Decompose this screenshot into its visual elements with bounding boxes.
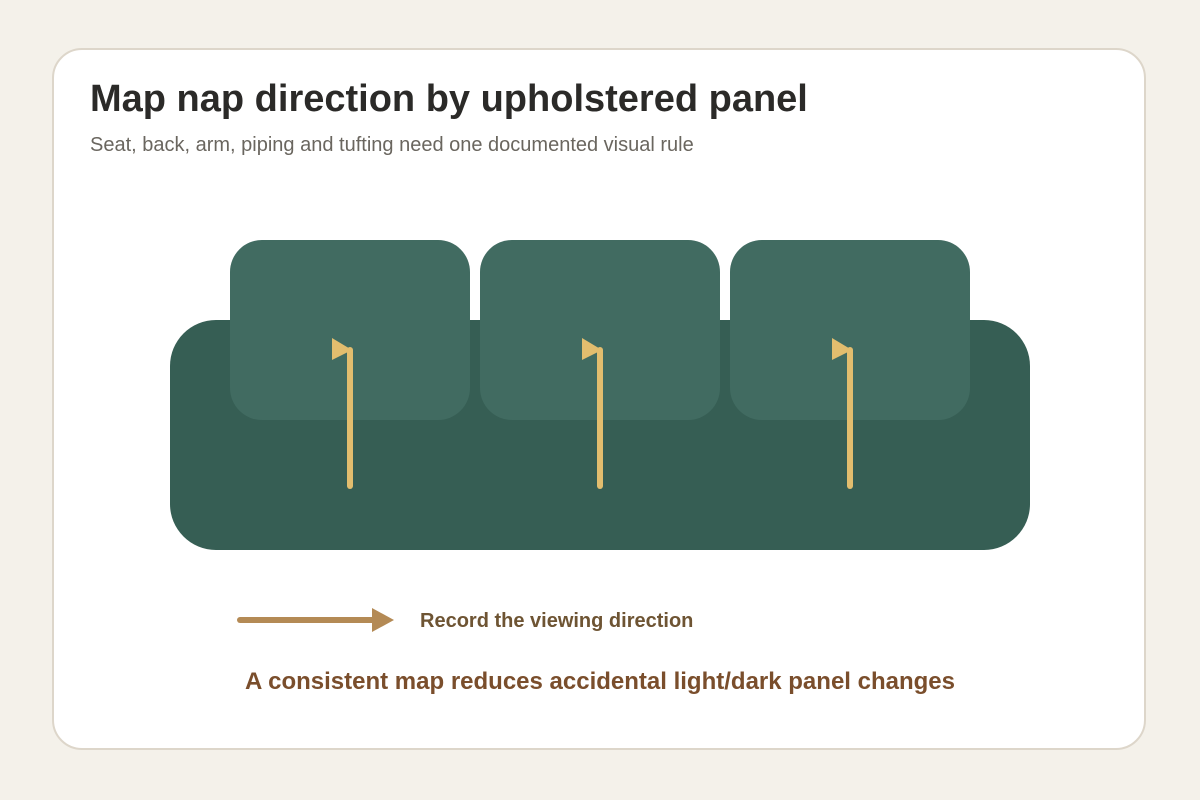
page-title: Map nap direction by upholstered panel [90,78,808,120]
back-cushion-left [230,240,470,420]
legend-arrow-icon [237,608,394,632]
nap-arrow-center [582,338,603,489]
nap-arrow-right [832,338,853,489]
back-cushion-center [480,240,720,420]
back-cushion-right [730,240,970,420]
nap-arrow-left [332,338,353,489]
legend-label: Record the viewing direction [420,610,694,632]
footer-note: A consistent map reduces accidental ligh… [245,668,955,695]
page-subtitle: Seat, back, arm, piping and tufting need… [90,134,694,156]
